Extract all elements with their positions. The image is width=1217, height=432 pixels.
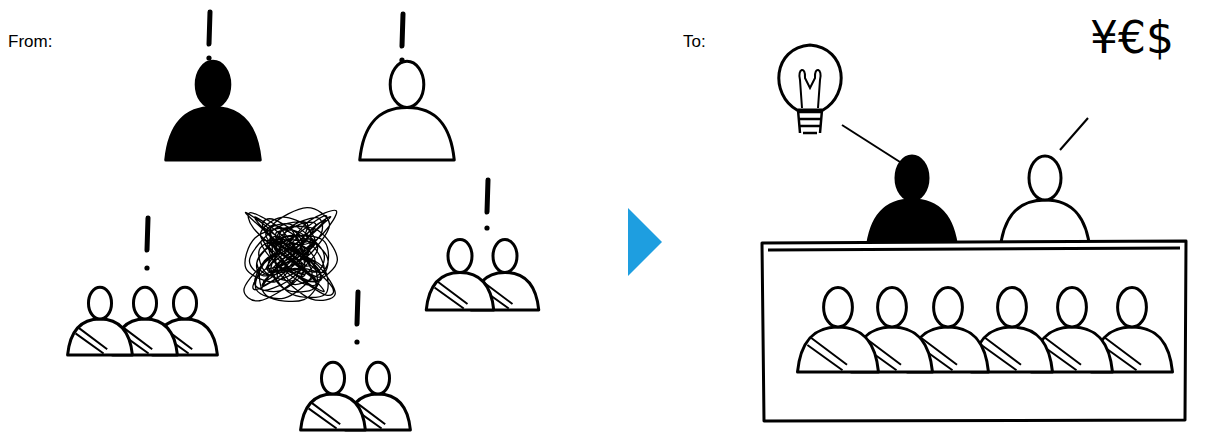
person-figure [1000, 156, 1090, 250]
label-text: To: [683, 32, 706, 52]
person-figure [867, 156, 957, 250]
transition-arrow [628, 208, 662, 276]
person-head [390, 61, 424, 107]
person-body [68, 319, 133, 355]
person-head [493, 240, 517, 273]
person-head [366, 362, 389, 394]
person-body [360, 108, 455, 161]
person-head [824, 287, 853, 327]
person-head [196, 61, 230, 107]
person-head [878, 287, 907, 327]
exclamation-stroke [357, 292, 358, 324]
person-sash [76, 328, 108, 354]
meeting-table [762, 241, 1186, 421]
exclamation-mark [206, 12, 211, 61]
label-text: From: [8, 32, 52, 52]
person-figure [426, 240, 494, 311]
exclamation-dot [144, 265, 149, 270]
person-body [301, 394, 366, 430]
thought-leader [1060, 118, 1088, 150]
label-text: ¥€$ [1090, 12, 1174, 63]
exclamation-mark [484, 180, 489, 231]
exclamation-mark [144, 218, 149, 271]
thought-leader [842, 125, 900, 162]
exclamation-dot [206, 55, 211, 60]
bulb-filament [799, 70, 820, 108]
person-body [426, 273, 494, 311]
person-head [173, 287, 196, 319]
person-figure [301, 362, 366, 430]
exclamation-mark [399, 14, 404, 63]
person-head [1058, 287, 1087, 327]
exclamation-stroke [487, 180, 488, 212]
bulb-glass [779, 45, 841, 110]
person-sash [309, 403, 341, 429]
person-head [1029, 156, 1061, 200]
exclamation-stroke [147, 218, 148, 250]
lightbulb-icon [779, 45, 841, 133]
exclamation-stroke [402, 14, 403, 46]
exclamation-dot [354, 339, 359, 344]
person-figure [68, 287, 133, 355]
person-head [321, 362, 344, 394]
person-body [166, 108, 261, 161]
person-sash [435, 282, 468, 309]
person-body [798, 327, 879, 372]
exclamation-dot [484, 225, 489, 230]
person-figure [166, 61, 261, 160]
tangle-scribble [244, 208, 337, 302]
person-head [934, 287, 963, 327]
person-figure [798, 287, 879, 372]
bulb-base [798, 110, 822, 133]
person-head [88, 287, 111, 319]
person-head [1118, 287, 1147, 327]
exclamation-stroke [209, 12, 210, 44]
person-head [896, 156, 928, 200]
person-head [448, 240, 472, 273]
person-head [998, 287, 1027, 327]
exclamation-mark [354, 292, 359, 345]
person-figure [360, 61, 455, 160]
person-head [133, 287, 156, 319]
person-sash [807, 338, 847, 370]
